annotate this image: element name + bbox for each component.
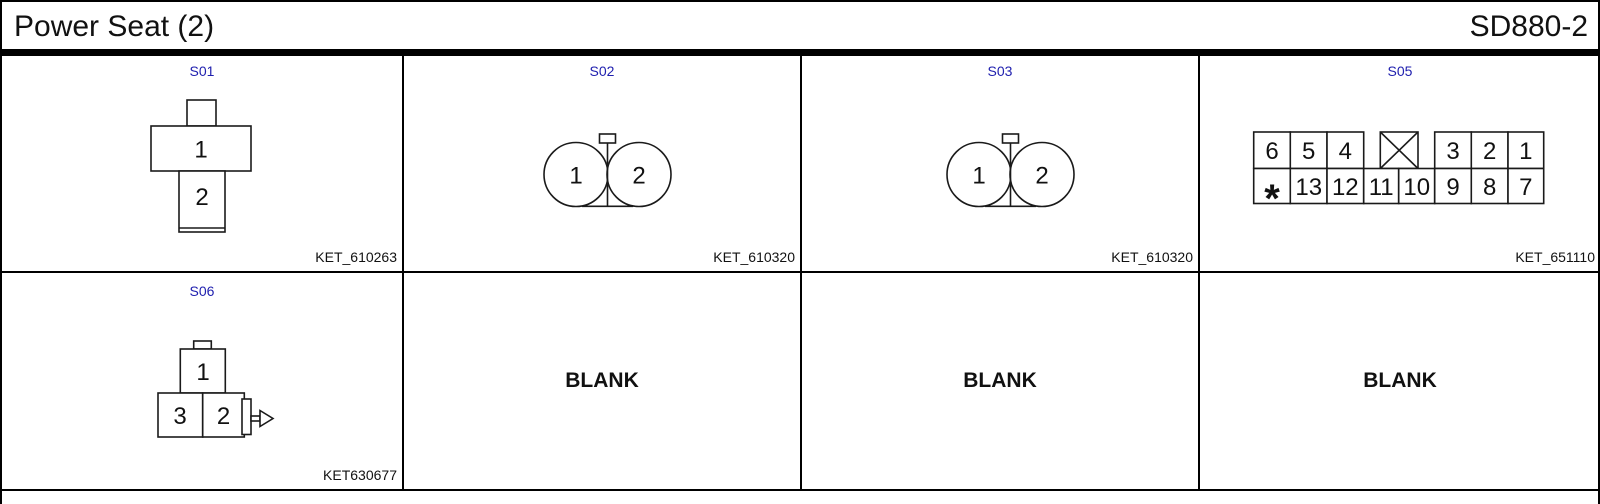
blank-cell-2: BLANK [802,273,1198,489]
s06-connector-diagram: 1 3 2 [157,340,275,438]
s05-cell-10 [1397,167,1436,205]
doc-number: SD880-2 [1469,10,1588,43]
s06-arrow-shaft [250,415,261,422]
grid-line-col3 [1198,56,1200,491]
s05-connector-diagram: 6 5 4 3 2 1 * 13 12 11 10 9 8 7 [1252,131,1545,221]
s05-cell-9 [1433,167,1473,205]
connector-id-s01: S01 [189,63,215,79]
s05-cell-6 [1252,131,1292,170]
pin-label: 12 [1332,174,1359,201]
s02-connector-diagram: 1 2 [543,133,672,208]
pin-label: 1 [194,137,207,164]
s05-cell-8 [1470,167,1509,205]
pin-label: 2 [217,403,230,430]
s06-body-pin2 [201,392,246,438]
pin-label: 1 [569,163,582,190]
pin-label: 6 [1265,138,1278,165]
blank-cell-3: BLANK [1200,273,1598,489]
connector-id-s03: S03 [987,63,1013,79]
blank-label: BLANK [1363,369,1437,392]
part-number-s05: KET_651110 [1515,249,1595,265]
s01-body-pin1 [150,125,252,172]
connector-id-s02: S02 [589,63,615,79]
s02-tab [598,133,617,144]
pin-label: 13 [1295,174,1322,201]
s01-tab [186,99,217,127]
s05-cell-12 [1326,167,1365,205]
connector-id-s05: S05 [1387,63,1413,79]
grid-line-row1 [2,271,1598,273]
grid-line-col2 [800,56,802,491]
part-number-s03: KET_610320 [1111,249,1193,265]
blank-label: BLANK [565,369,639,392]
s06-body-pin3 [157,392,204,438]
s03-tab [1001,133,1020,144]
s05-cell-13 [1289,167,1328,205]
pin-label: 7 [1519,174,1532,201]
pin-label: 10 [1403,174,1430,201]
s05-cell-star [1252,167,1292,205]
pin-label: 5 [1302,138,1315,165]
part-number-s01: KET_610263 [315,249,397,265]
header-rule [2,49,1598,56]
pin-label: 3 [1446,138,1459,165]
s05-cell-5 [1289,131,1328,170]
blank-cell-1: BLANK [404,273,800,489]
s05-cell-7 [1507,167,1545,205]
s01-body-pin2 [178,170,226,233]
part-number-s06: KET630677 [323,467,397,483]
s05-keyway-cross [1379,131,1419,170]
connector-id-s06: S06 [189,283,215,299]
part-number-s02: KET_610320 [713,249,795,265]
pin-label: 2 [1483,138,1496,165]
grid-line-row2 [2,489,1598,491]
pin-label: 2 [632,163,645,190]
pin-label: 11 [1369,174,1394,201]
page-title: Power Seat (2) [14,10,215,43]
pin-label-asterisk: * [1264,177,1280,221]
partial-next-row [2,491,1598,504]
pin-label: 3 [173,403,186,430]
s06-latch [241,398,252,436]
s01-connector-diagram: 1 2 [150,99,252,233]
grid-line-col1 [402,56,404,491]
pin-label: 2 [1035,163,1048,190]
s05-cell-11 [1362,167,1400,205]
pin-label: 4 [1339,138,1352,165]
pin-label: 1 [1519,138,1532,165]
s06-tab [192,340,213,350]
s06-arrow-head [259,409,275,428]
s03-connector-diagram: 1 2 [946,133,1075,208]
pin-label: 2 [195,184,208,211]
pin-label: 9 [1446,174,1459,201]
blank-label: BLANK [963,369,1037,392]
pin-label: 1 [196,359,209,386]
s06-body-pin1 [179,348,227,394]
pin-label: 1 [972,163,985,190]
pin-label: 8 [1483,174,1496,201]
